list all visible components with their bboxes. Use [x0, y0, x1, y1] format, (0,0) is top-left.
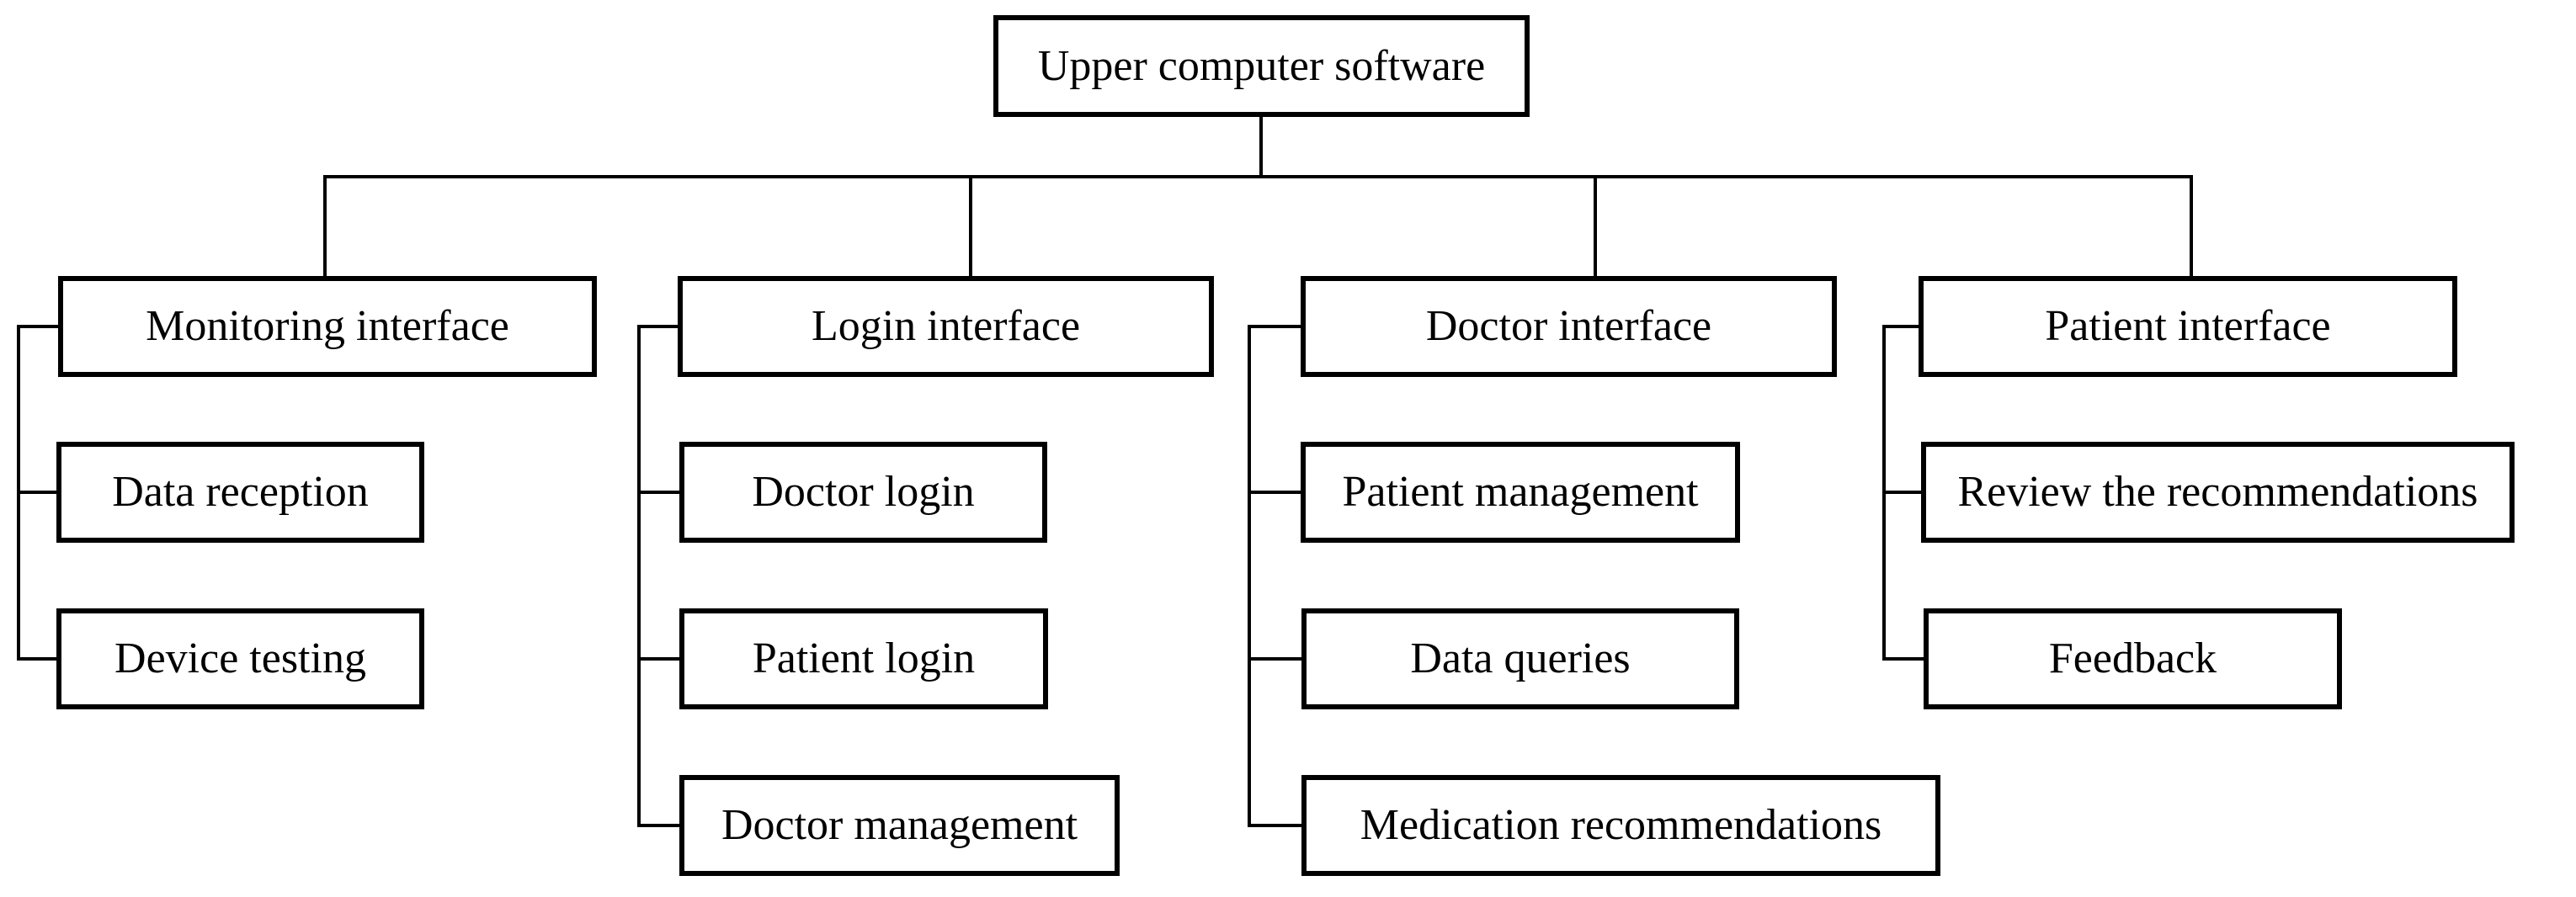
node-device-testing: Device testing	[56, 608, 424, 709]
node-doctor-interface: Doctor interface	[1301, 276, 1837, 377]
node-data-reception: Data reception	[56, 442, 424, 543]
bracket-login-stub-1	[637, 491, 679, 494]
connector-drop-patient	[2190, 175, 2193, 276]
connector-drop-monitoring	[323, 175, 327, 276]
node-upper-computer-software: Upper computer software	[993, 15, 1530, 117]
bracket-doctor-vertical	[1248, 325, 1251, 827]
connector-drop-login	[969, 175, 972, 276]
bracket-doctor-stub-1	[1248, 491, 1301, 494]
node-doctor-management: Doctor management	[679, 775, 1120, 876]
node-monitoring-interface: Monitoring interface	[58, 276, 597, 377]
node-data-queries: Data queries	[1301, 608, 1739, 709]
bracket-patient-outstub	[1882, 325, 1919, 328]
connector-drop-doctor	[1594, 175, 1597, 276]
bracket-monitoring-outstub	[17, 325, 58, 328]
node-review-the-recommendations: Review the recommendations	[1921, 442, 2515, 543]
bracket-doctor-stub-3	[1248, 824, 1301, 827]
bracket-login-vertical	[637, 325, 641, 827]
connector-level1-bus	[323, 175, 2193, 178]
node-doctor-login: Doctor login	[679, 442, 1047, 543]
bracket-patient-stub-1	[1882, 491, 1921, 494]
bracket-login-stub-2	[637, 657, 679, 661]
node-login-interface: Login interface	[678, 276, 1214, 377]
node-patient-interface: Patient interface	[1919, 276, 2457, 377]
bracket-monitoring-stub-1	[17, 491, 56, 494]
bracket-patient-stub-2	[1882, 657, 1924, 661]
bracket-doctor-stub-2	[1248, 657, 1301, 661]
bracket-login-stub-3	[637, 824, 679, 827]
bracket-login-outstub	[637, 325, 678, 328]
connector-root-drop	[1259, 117, 1263, 178]
node-patient-management: Patient management	[1301, 442, 1740, 543]
node-medication-recommendations: Medication recommendations	[1301, 775, 1940, 876]
node-feedback: Feedback	[1924, 608, 2342, 709]
bracket-monitoring-stub-2	[17, 657, 56, 661]
node-patient-login: Patient login	[679, 608, 1048, 709]
bracket-doctor-outstub	[1248, 325, 1301, 328]
